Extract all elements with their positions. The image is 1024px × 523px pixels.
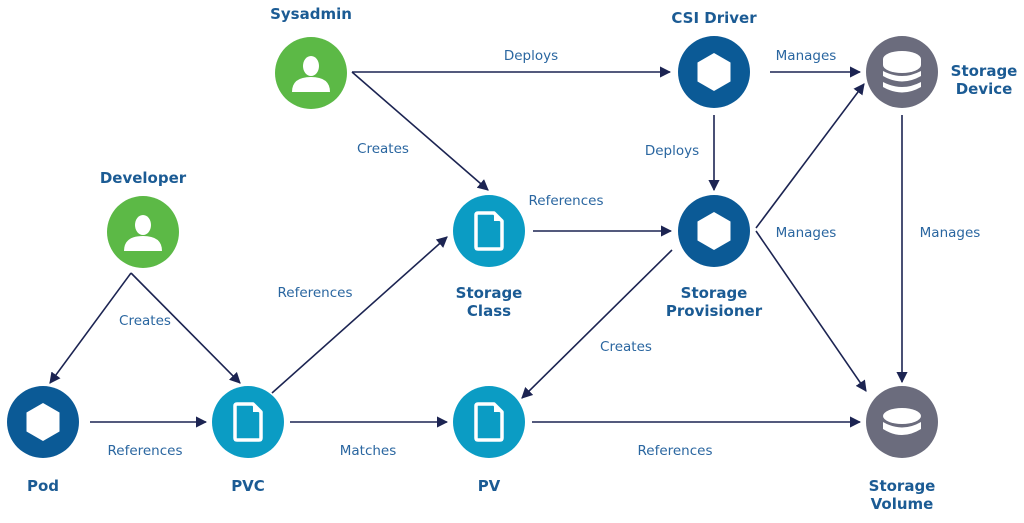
node-label: Storage <box>456 284 523 302</box>
node-label: PVC <box>231 477 265 495</box>
node-circle <box>453 386 525 458</box>
edge-csi-driver-to-storage-device: Manages <box>770 48 862 78</box>
edge-sysadmin-to-csi-driver: Deploys <box>352 48 672 78</box>
edge-label: Manages <box>920 225 981 241</box>
person-icon <box>124 215 162 251</box>
edge-developer-to-pod: Creates <box>49 272 171 384</box>
hexagon-icon <box>26 403 60 441</box>
arrow <box>271 236 448 394</box>
edge-label: Matches <box>340 443 397 459</box>
document-icon <box>233 402 263 442</box>
arrow <box>49 272 132 384</box>
node-label: Storage <box>869 477 936 495</box>
edge-storage-class-to-storage-provisioner: References <box>528 193 673 237</box>
hexagon-icon <box>697 212 731 250</box>
node-label: Volume <box>871 495 934 513</box>
arrow <box>351 71 489 191</box>
node-label: Provisioner <box>666 302 763 320</box>
arrow <box>130 272 241 384</box>
edge-pvc-to-pv: Matches <box>290 416 449 459</box>
edge-label: Creates <box>600 339 652 355</box>
edge-pvc-to-storage-class: References <box>271 236 448 394</box>
edge-label: Creates <box>357 141 409 157</box>
edge-storage-provisioner-to-storage-device: Manages <box>755 83 865 241</box>
database-icon <box>883 51 921 93</box>
edge-storage-device-to-storage-volume: Manages <box>896 115 981 384</box>
edge-sysadmin-to-storage-class: Creates <box>351 71 489 191</box>
node-label: Class <box>467 302 511 320</box>
edge-pod-to-pvc: References <box>90 416 208 459</box>
node-pvc: PVC <box>212 386 284 495</box>
node-circle <box>453 195 525 267</box>
arrow <box>755 230 867 392</box>
node-label: Developer <box>100 169 187 187</box>
edge-label: References <box>637 443 712 459</box>
edge-pv-to-storage-volume: References <box>532 416 862 459</box>
node-label: Sysadmin <box>270 5 352 23</box>
node-developer: Developer <box>100 169 187 268</box>
document-icon <box>474 211 504 251</box>
node-label: PV <box>478 477 501 495</box>
node-label: Storage <box>681 284 748 302</box>
node-label: CSI Driver <box>671 9 757 27</box>
edge-label: Manages <box>776 225 837 241</box>
edge-label: Deploys <box>645 143 699 159</box>
arrow <box>755 83 865 229</box>
node-label: Storage <box>951 62 1018 80</box>
arrow <box>521 249 673 399</box>
node-pod: Pod <box>7 386 79 495</box>
node-csi-driver: CSI Driver <box>671 9 757 108</box>
edge-label: References <box>528 193 603 209</box>
disk-icon <box>883 408 921 435</box>
edge-storage-provisioner-to-storage-volume <box>755 230 867 392</box>
person-icon <box>292 56 330 92</box>
edge-label: Deploys <box>504 48 558 64</box>
node-sysadmin: Sysadmin <box>270 5 352 109</box>
node-pv: PV <box>453 386 525 495</box>
edge-label: References <box>277 285 352 301</box>
edge-developer-to-pvc <box>130 272 241 384</box>
edge-label: References <box>107 443 182 459</box>
edge-csi-driver-to-storage-provisioner: Deploys <box>645 115 720 192</box>
node-label: Pod <box>27 477 59 495</box>
hexagon-icon <box>697 53 731 91</box>
node-circle <box>212 386 284 458</box>
document-icon <box>474 402 504 442</box>
node-label: Device <box>956 80 1013 98</box>
edge-label: Creates <box>119 313 171 329</box>
edge-label: Manages <box>776 48 837 64</box>
edge-storage-provisioner-to-pv: Creates <box>521 249 673 399</box>
